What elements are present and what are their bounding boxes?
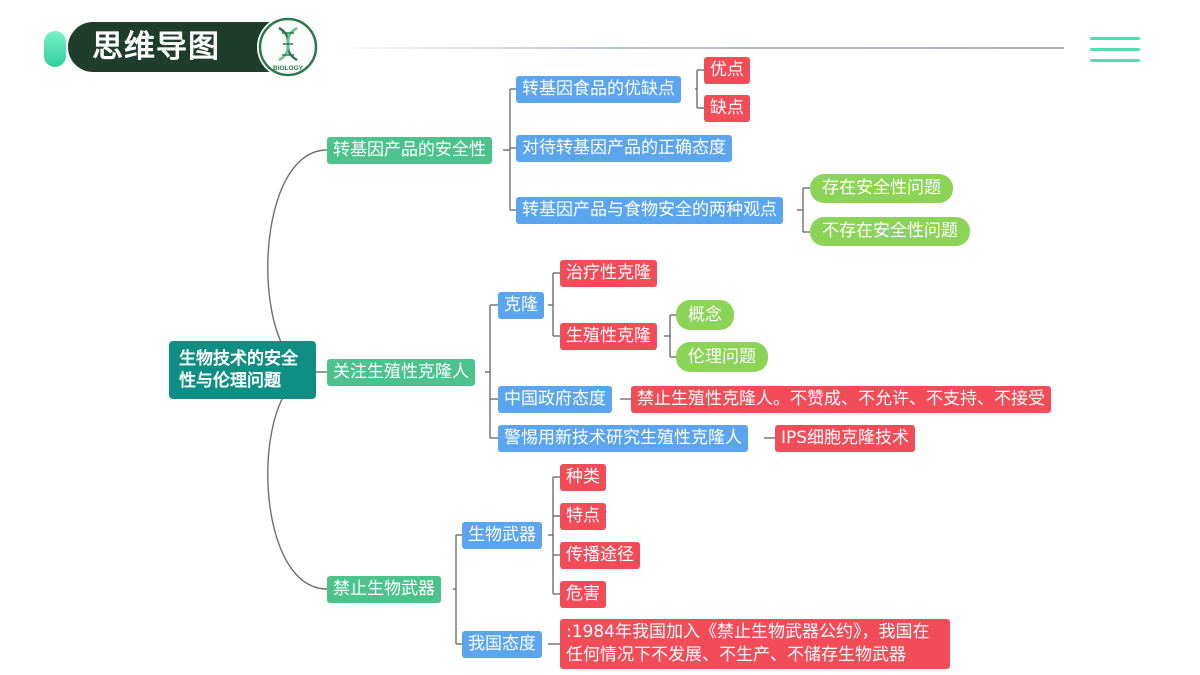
- branch-gm-product-safety: 转基因产品的安全性: [327, 137, 492, 164]
- node-two-views: 转基因产品与食物安全的两种观点: [516, 197, 783, 224]
- header-accent-bar: [44, 31, 66, 67]
- header-divider: [330, 47, 1064, 49]
- biology-badge: BIOLOGY: [257, 16, 319, 78]
- node-cons: 缺点: [704, 95, 750, 122]
- page-title: 思维导图: [92, 29, 220, 65]
- node-bioweapon-features: 特点: [560, 503, 606, 530]
- node-harm: 危害: [560, 581, 606, 608]
- mindmap-root: 生物技术的安全性与伦理问题: [169, 341, 316, 399]
- node-government-detail: 禁止生殖性克隆人。不赞成、不允许、不支持、不接受: [631, 386, 1051, 413]
- node-ips-technique: IPS细胞克隆技术: [775, 425, 916, 452]
- branch-bioweapons-ban: 禁止生物武器: [327, 576, 441, 603]
- node-pros: 优点: [704, 57, 750, 84]
- dna-icon: BIOLOGY: [258, 17, 318, 77]
- branch-reproductive-cloning: 关注生殖性克隆人: [327, 359, 475, 386]
- node-china-attitude: 我国态度: [462, 631, 542, 658]
- node-safety-issue-exists: 存在安全性问题: [810, 174, 953, 203]
- node-no-safety-issue: 不存在安全性问题: [810, 217, 970, 246]
- node-concept: 概念: [676, 300, 734, 330]
- node-bioweapons: 生物武器: [462, 522, 542, 549]
- badge-label: BIOLOGY: [273, 65, 304, 72]
- node-reproductive-cloning: 生殖性克隆: [560, 323, 657, 350]
- node-government-attitude: 中国政府态度: [498, 386, 612, 413]
- node-new-tech-caution: 警惕用新技术研究生殖性克隆人: [498, 425, 748, 452]
- node-cloning: 克隆: [498, 292, 544, 319]
- node-ethics: 伦理问题: [676, 342, 768, 372]
- node-correct-attitude: 对待转基因产品的正确态度: [516, 135, 732, 162]
- node-therapeutic-cloning: 治疗性克隆: [560, 260, 657, 287]
- menu-icon[interactable]: [1090, 37, 1140, 63]
- node-transmission-routes: 传播途径: [560, 542, 640, 569]
- node-china-attitude-detail: :1984年我国加入《禁止生物武器公约》，我国在任何情况下不发展、不生产、不储存…: [560, 619, 950, 669]
- node-gm-food-pros-cons: 转基因食品的优缺点: [516, 76, 681, 103]
- node-bioweapon-types: 种类: [560, 464, 606, 491]
